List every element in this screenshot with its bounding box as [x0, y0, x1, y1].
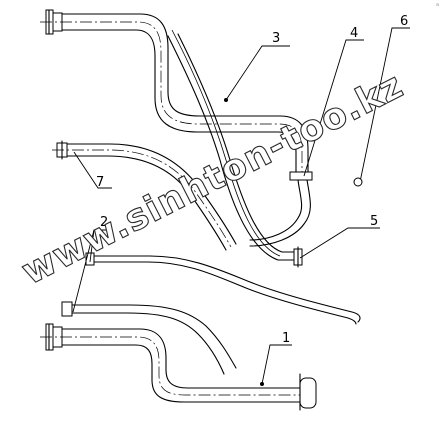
pipe-assembly-2 [61, 252, 361, 375]
leader-3-dot [224, 98, 228, 102]
leader-1-dot [260, 382, 264, 386]
callout-7: 7 [96, 175, 104, 190]
callout-5: 5 [370, 214, 378, 229]
callout-4: 4 [350, 26, 358, 41]
pipe-assembly-3 [40, 9, 313, 247]
pipe-assembly-1 [40, 323, 317, 411]
watermark: www.sinhton-too.kz [15, 65, 410, 293]
callout-6: 6 [400, 14, 408, 29]
leader-5 [299, 227, 380, 259]
leader-3 [225, 45, 290, 101]
corner-mark: a [436, 2, 439, 8]
pipe-2-end-fitting-lower [61, 301, 73, 317]
callout-1: 1 [282, 331, 290, 346]
pipe-assembly-7 [52, 140, 237, 251]
diagonal-pipes [167, 29, 303, 268]
callout-numbers: 1 2 3 4 5 6 7 [96, 14, 408, 346]
leader-2b [89, 229, 95, 263]
callout-3: 3 [272, 31, 280, 46]
leader-1 [261, 344, 292, 385]
pipe-3-clamp [289, 171, 313, 181]
part-6-fitting [353, 177, 363, 187]
leader-lines [72, 27, 410, 386]
leader-7 [73, 151, 112, 189]
pipe-1-end-cap [299, 377, 317, 409]
leader-6 [359, 27, 410, 183]
leader-4 [303, 39, 364, 177]
callout-2: 2 [100, 215, 108, 230]
